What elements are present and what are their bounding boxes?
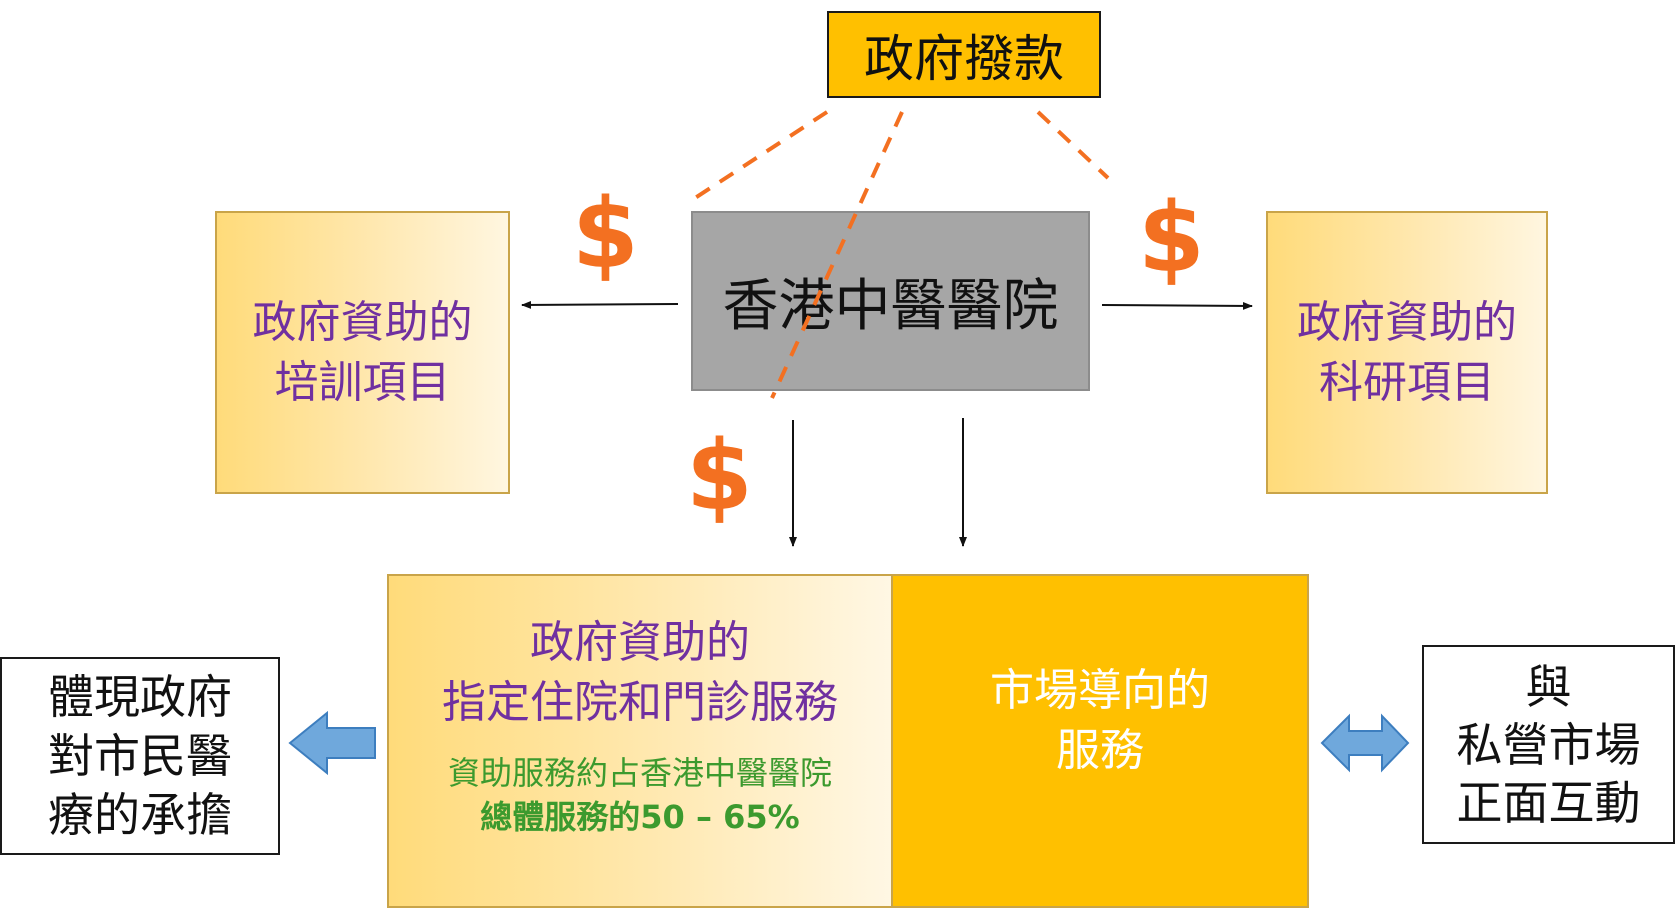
research-line-2: 科研項目 [1319,356,1495,408]
government-funding-label: 政府撥款 [864,29,1064,88]
training-programs-box: 政府資助的 培訓項目 [215,211,510,494]
arrow-to-research [1101,301,1253,310]
hospital-box: 香港中醫醫院 [691,211,1090,391]
commitment-line-3: 療的承擔 [48,787,232,842]
training-line-1: 政府資助的 [252,296,473,348]
hospital-label: 香港中醫醫院 [722,273,1059,339]
designated-line-1: 政府資助的 [530,617,750,668]
designated-services-box: 政府資助的 指定住院和門診服務 資助服務約占香港中醫醫院 總體服務的50 – 6… [389,576,893,906]
designated-note-line-1: 資助服務約占香港中醫醫院 [447,754,832,792]
designated-note-line-2: 總體服務的50 – 65% [480,798,800,836]
research-programs-box: 政府資助的 科研項目 [1266,211,1548,494]
private-line-2: 私營市場 [1456,717,1641,772]
dollar-icon-down: $ [686,420,753,532]
research-line-1: 政府資助的 [1297,296,1517,348]
market-line-1: 市場導向的 [990,665,1210,716]
funding-line-right [1036,110,1110,180]
private-market-box: 與 私營市場 正面互動 [1422,645,1675,844]
government-commitment-box: 體現政府 對市民醫 療的承擔 [0,657,280,855]
dollar-icon-left: $ [572,178,639,290]
market-services-box: 市場導向的 服務 [893,576,1307,906]
commitment-line-2: 對市民醫 [48,728,232,783]
market-line-2: 服務 [1056,725,1144,776]
services-container: 政府資助的 指定住院和門診服務 資助服務約占香港中醫醫院 總體服務的50 – 6… [387,574,1309,908]
designated-line-2: 指定住院和門診服務 [442,677,838,728]
government-funding-box: 政府撥款 [827,11,1101,98]
private-line-3: 正面互動 [1456,775,1641,830]
block-arrow-left [288,710,376,776]
arrow-to-training [521,300,679,309]
funding-line-left [693,110,829,200]
private-line-1: 與 [1525,659,1572,714]
block-arrow-double [1320,713,1410,773]
training-line-2: 培訓項目 [274,356,451,408]
dollar-icon-right: $ [1138,182,1205,294]
commitment-line-1: 體現政府 [48,669,232,724]
